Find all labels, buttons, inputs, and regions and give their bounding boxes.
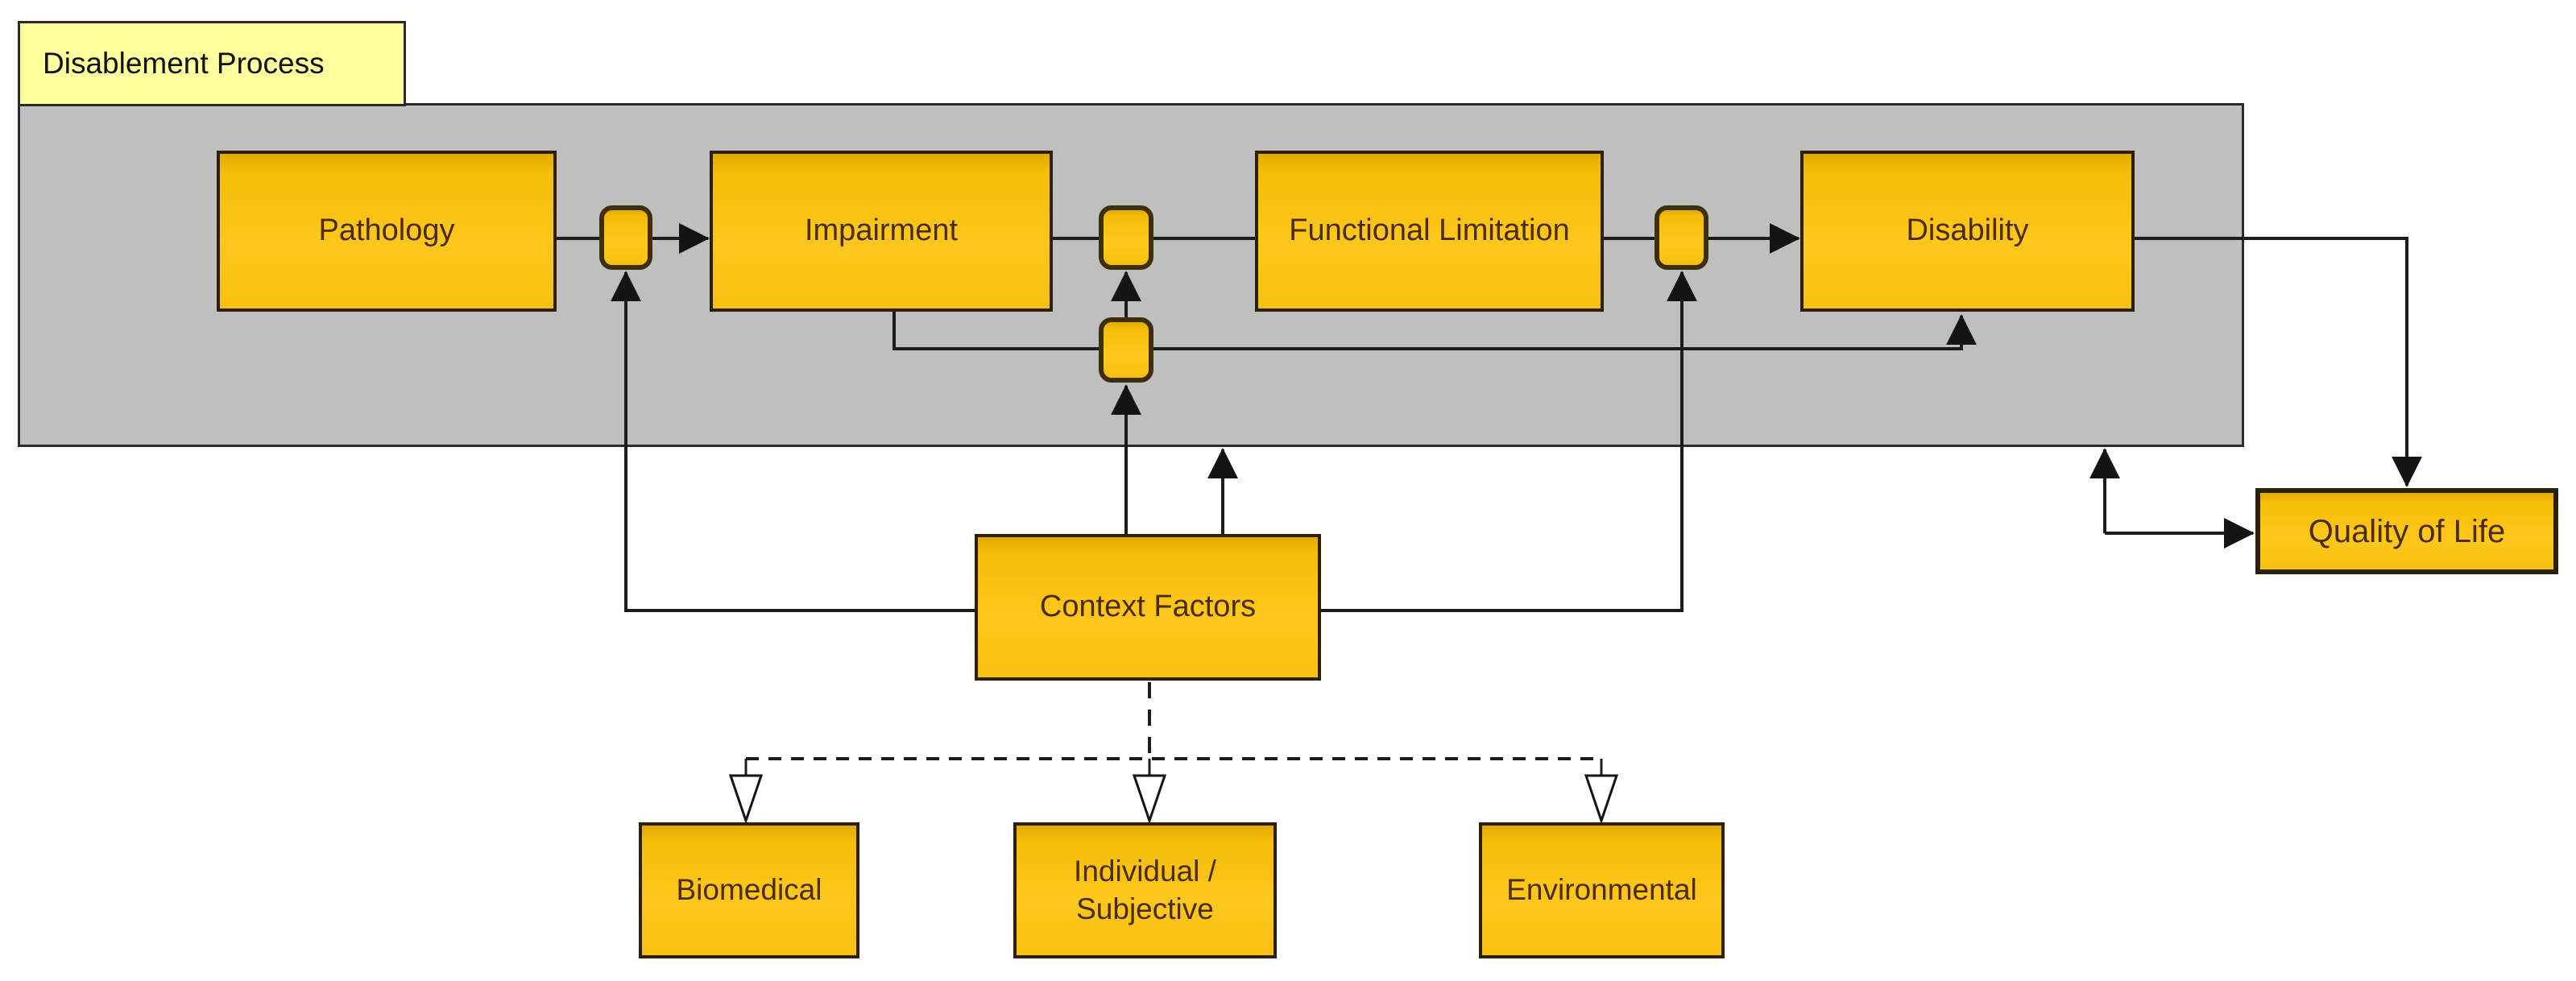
node-functional-limitation-label: Functional Limitation	[1289, 213, 1570, 248]
node-context-factors: Context Factors	[975, 534, 1321, 681]
node-individual-subjective-label: Individual / Subjective	[1074, 855, 1216, 925]
connector-node-pathology-impairment	[599, 205, 652, 270]
node-biomedical: Biomedical	[639, 822, 859, 958]
node-pathology-label: Pathology	[318, 213, 455, 248]
connector-node-impairment-functional	[1099, 205, 1153, 270]
node-impairment-label: Impairment	[804, 213, 959, 248]
node-environmental: Environmental	[1479, 822, 1725, 958]
node-biomedical-label: Biomedical	[676, 873, 822, 907]
node-quality-of-life-label: Quality of Life	[2308, 513, 2506, 549]
disablement-process-tab: Disablement Process	[18, 21, 406, 106]
disablement-process-tab-label: Disablement Process	[43, 47, 325, 80]
node-disability-label: Disability	[1906, 213, 2029, 248]
node-environmental-label: Environmental	[1506, 873, 1697, 907]
node-quality-of-life: Quality of Life	[2255, 488, 2558, 574]
node-context-factors-label: Context Factors	[1039, 590, 1257, 624]
node-functional-limitation: Functional Limitation	[1255, 151, 1604, 312]
node-impairment: Impairment	[710, 151, 1053, 312]
node-disability: Disability	[1800, 151, 2135, 312]
node-individual-subjective: Individual / Subjective	[1013, 822, 1277, 958]
node-pathology: Pathology	[217, 151, 557, 312]
connector-node-functional-disability	[1655, 205, 1708, 270]
connector-node-bypass	[1099, 317, 1153, 383]
